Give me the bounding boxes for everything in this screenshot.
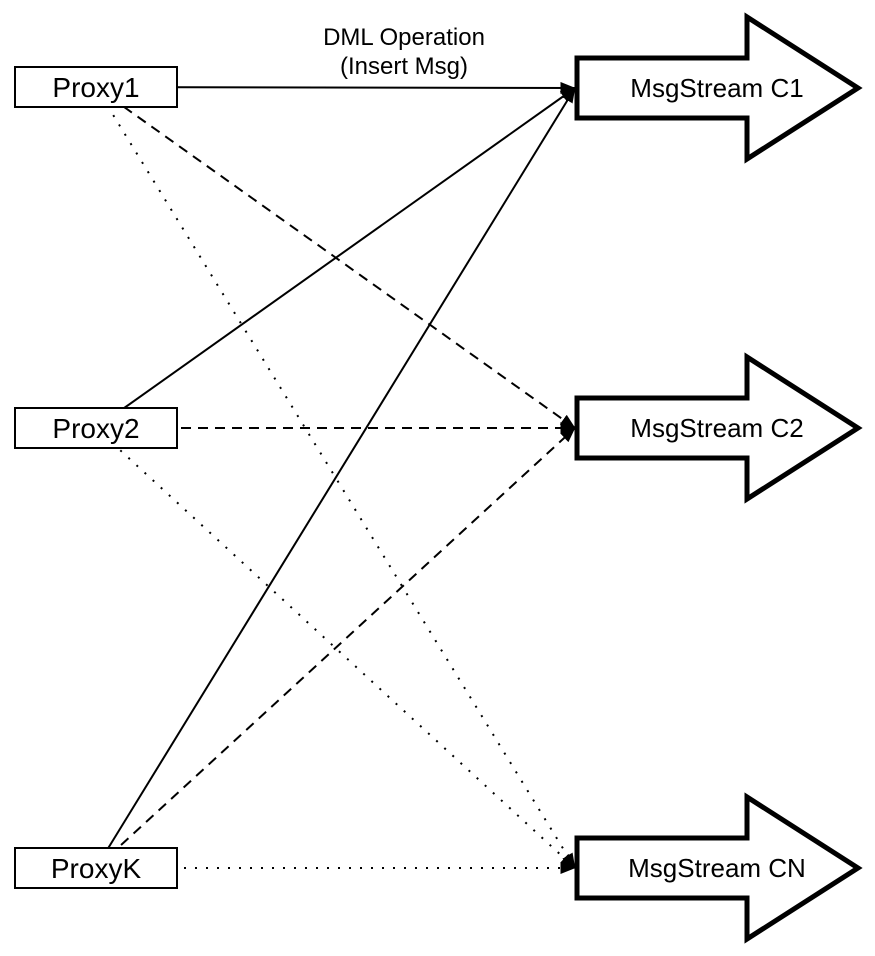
edge-proxyk-stream-c2 (95, 427, 576, 869)
stream-c2-arrow-shape (574, 352, 863, 504)
proxy-node-1: Proxy1 (14, 66, 178, 108)
stream-c1-label: MsgStream C1 (630, 73, 803, 103)
proxyk-box (14, 847, 178, 889)
stream-node-c1: MsgStream C1 (574, 12, 863, 164)
stream-cn-arrow-shape (574, 792, 863, 944)
proxy1-label: Proxy1 (52, 72, 139, 103)
proxy2-box (14, 407, 178, 449)
edge-title-line2: (Insert Msg) (340, 53, 468, 80)
stream-c2-label: MsgStream C2 (630, 413, 803, 443)
proxy1-box (14, 66, 178, 108)
stream-node-cn: MsgStream CN (574, 792, 863, 944)
stream-node-c2: MsgStream C2 (574, 352, 863, 504)
edge-proxyk-stream-c1 (95, 87, 576, 869)
edge-proxy1-stream-c2 (95, 86, 576, 429)
edge-group (95, 81, 576, 874)
proxy-node-2: Proxy2 (14, 407, 178, 449)
edge-title: DML Operation (Insert Msg) (323, 24, 485, 80)
proxy2-label: Proxy2 (52, 413, 139, 444)
proxyk-label: ProxyK (51, 853, 142, 884)
stream-cn-label: MsgStream CN (628, 853, 806, 883)
edge-title-line1: DML Operation (323, 24, 485, 51)
proxy-node-k: ProxyK (14, 847, 178, 889)
stream-c1-arrow-shape (574, 12, 863, 164)
